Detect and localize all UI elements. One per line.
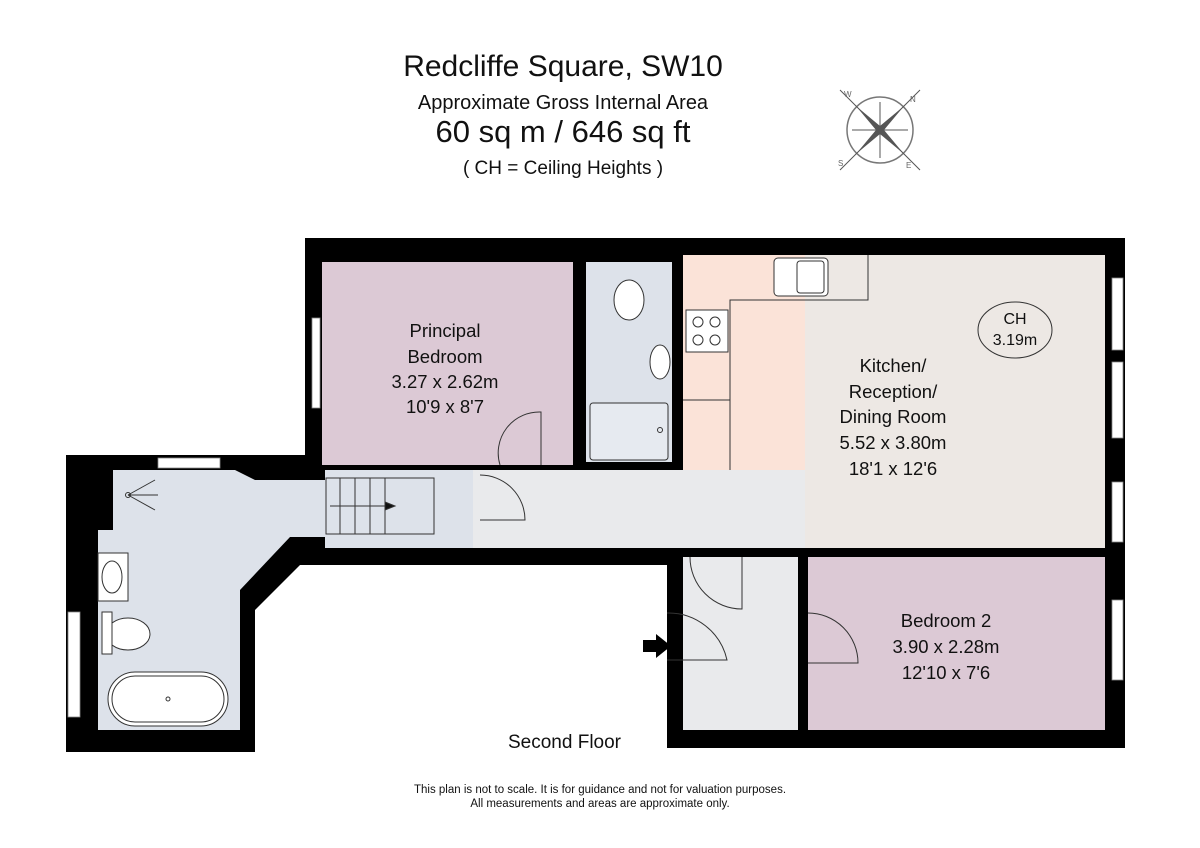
toilet-icon bbox=[613, 279, 645, 321]
ceiling-height-note: ( CH = Ceiling Heights ) bbox=[462, 158, 664, 179]
entrance-door bbox=[666, 612, 728, 661]
principal-bedroom-label-2: Bedroom bbox=[407, 346, 482, 367]
principal-bedroom-label: Principal bbox=[410, 320, 481, 341]
kitchen-metric: 5.52 x 3.80m bbox=[840, 432, 947, 453]
sink-icon bbox=[773, 257, 829, 297]
ceiling-height-label: CH bbox=[1003, 311, 1026, 328]
entrance-arrow-icon bbox=[643, 634, 671, 658]
principal-bedroom-imperial: 10'9 x 8'7 bbox=[406, 396, 484, 417]
compass-n: N bbox=[910, 95, 916, 104]
toilet-icon bbox=[105, 617, 151, 651]
stair-landing bbox=[325, 470, 473, 548]
plan-title: Redcliffe Square, SW10 bbox=[403, 50, 723, 83]
kitchen-imperial: 18'1 x 12'6 bbox=[849, 458, 937, 479]
windows bbox=[67, 277, 1124, 718]
bedroom-2-metric: 3.90 x 2.28m bbox=[893, 636, 1000, 657]
kitchen-label: Kitchen/ bbox=[860, 355, 928, 376]
bedroom-2-imperial: 12'10 x 7'6 bbox=[902, 662, 990, 683]
bathroom[interactable] bbox=[98, 470, 325, 730]
compass-s: S bbox=[838, 159, 843, 168]
hob-icon bbox=[685, 309, 729, 353]
bedroom-2-door bbox=[807, 612, 859, 664]
disclaimer: This plan is not to scale. It is for gui… bbox=[300, 783, 900, 811]
disclaimer-line-2: All measurements and areas are approxima… bbox=[470, 798, 730, 810]
compass-w: W bbox=[844, 90, 852, 99]
ceiling-height-value: 3.19m bbox=[993, 332, 1037, 349]
hall-door bbox=[479, 474, 526, 521]
shower-tray-icon bbox=[589, 402, 669, 461]
disclaimer-line-1: This plan is not to scale. It is for gui… bbox=[413, 784, 787, 796]
bedroom-2-label: Bedroom 2 bbox=[901, 610, 992, 631]
kitchen-label-3: Dining Room bbox=[840, 406, 947, 427]
compass-e: E bbox=[906, 161, 911, 170]
kitchen-label-2: Reception/ bbox=[849, 381, 938, 402]
gross-area: 60 sq m / 646 sq ft bbox=[435, 114, 691, 149]
ceiling-height-badge bbox=[977, 301, 1053, 359]
bath-icon bbox=[107, 671, 229, 727]
staircase bbox=[325, 477, 435, 535]
entrance-lobby[interactable] bbox=[683, 557, 798, 730]
bedroom-2[interactable] bbox=[808, 557, 1105, 730]
lobby-door bbox=[689, 556, 743, 610]
bedroom-door bbox=[497, 411, 542, 466]
compass-rose-icon: W N S E bbox=[838, 89, 921, 171]
plan-subtitle: Approximate Gross Internal Area bbox=[417, 92, 709, 114]
floor-label: Second Floor bbox=[508, 732, 622, 753]
basin-icon bbox=[649, 344, 671, 380]
principal-bedroom-metric: 3.27 x 2.62m bbox=[392, 371, 499, 392]
principal-bedroom[interactable] bbox=[322, 262, 573, 465]
